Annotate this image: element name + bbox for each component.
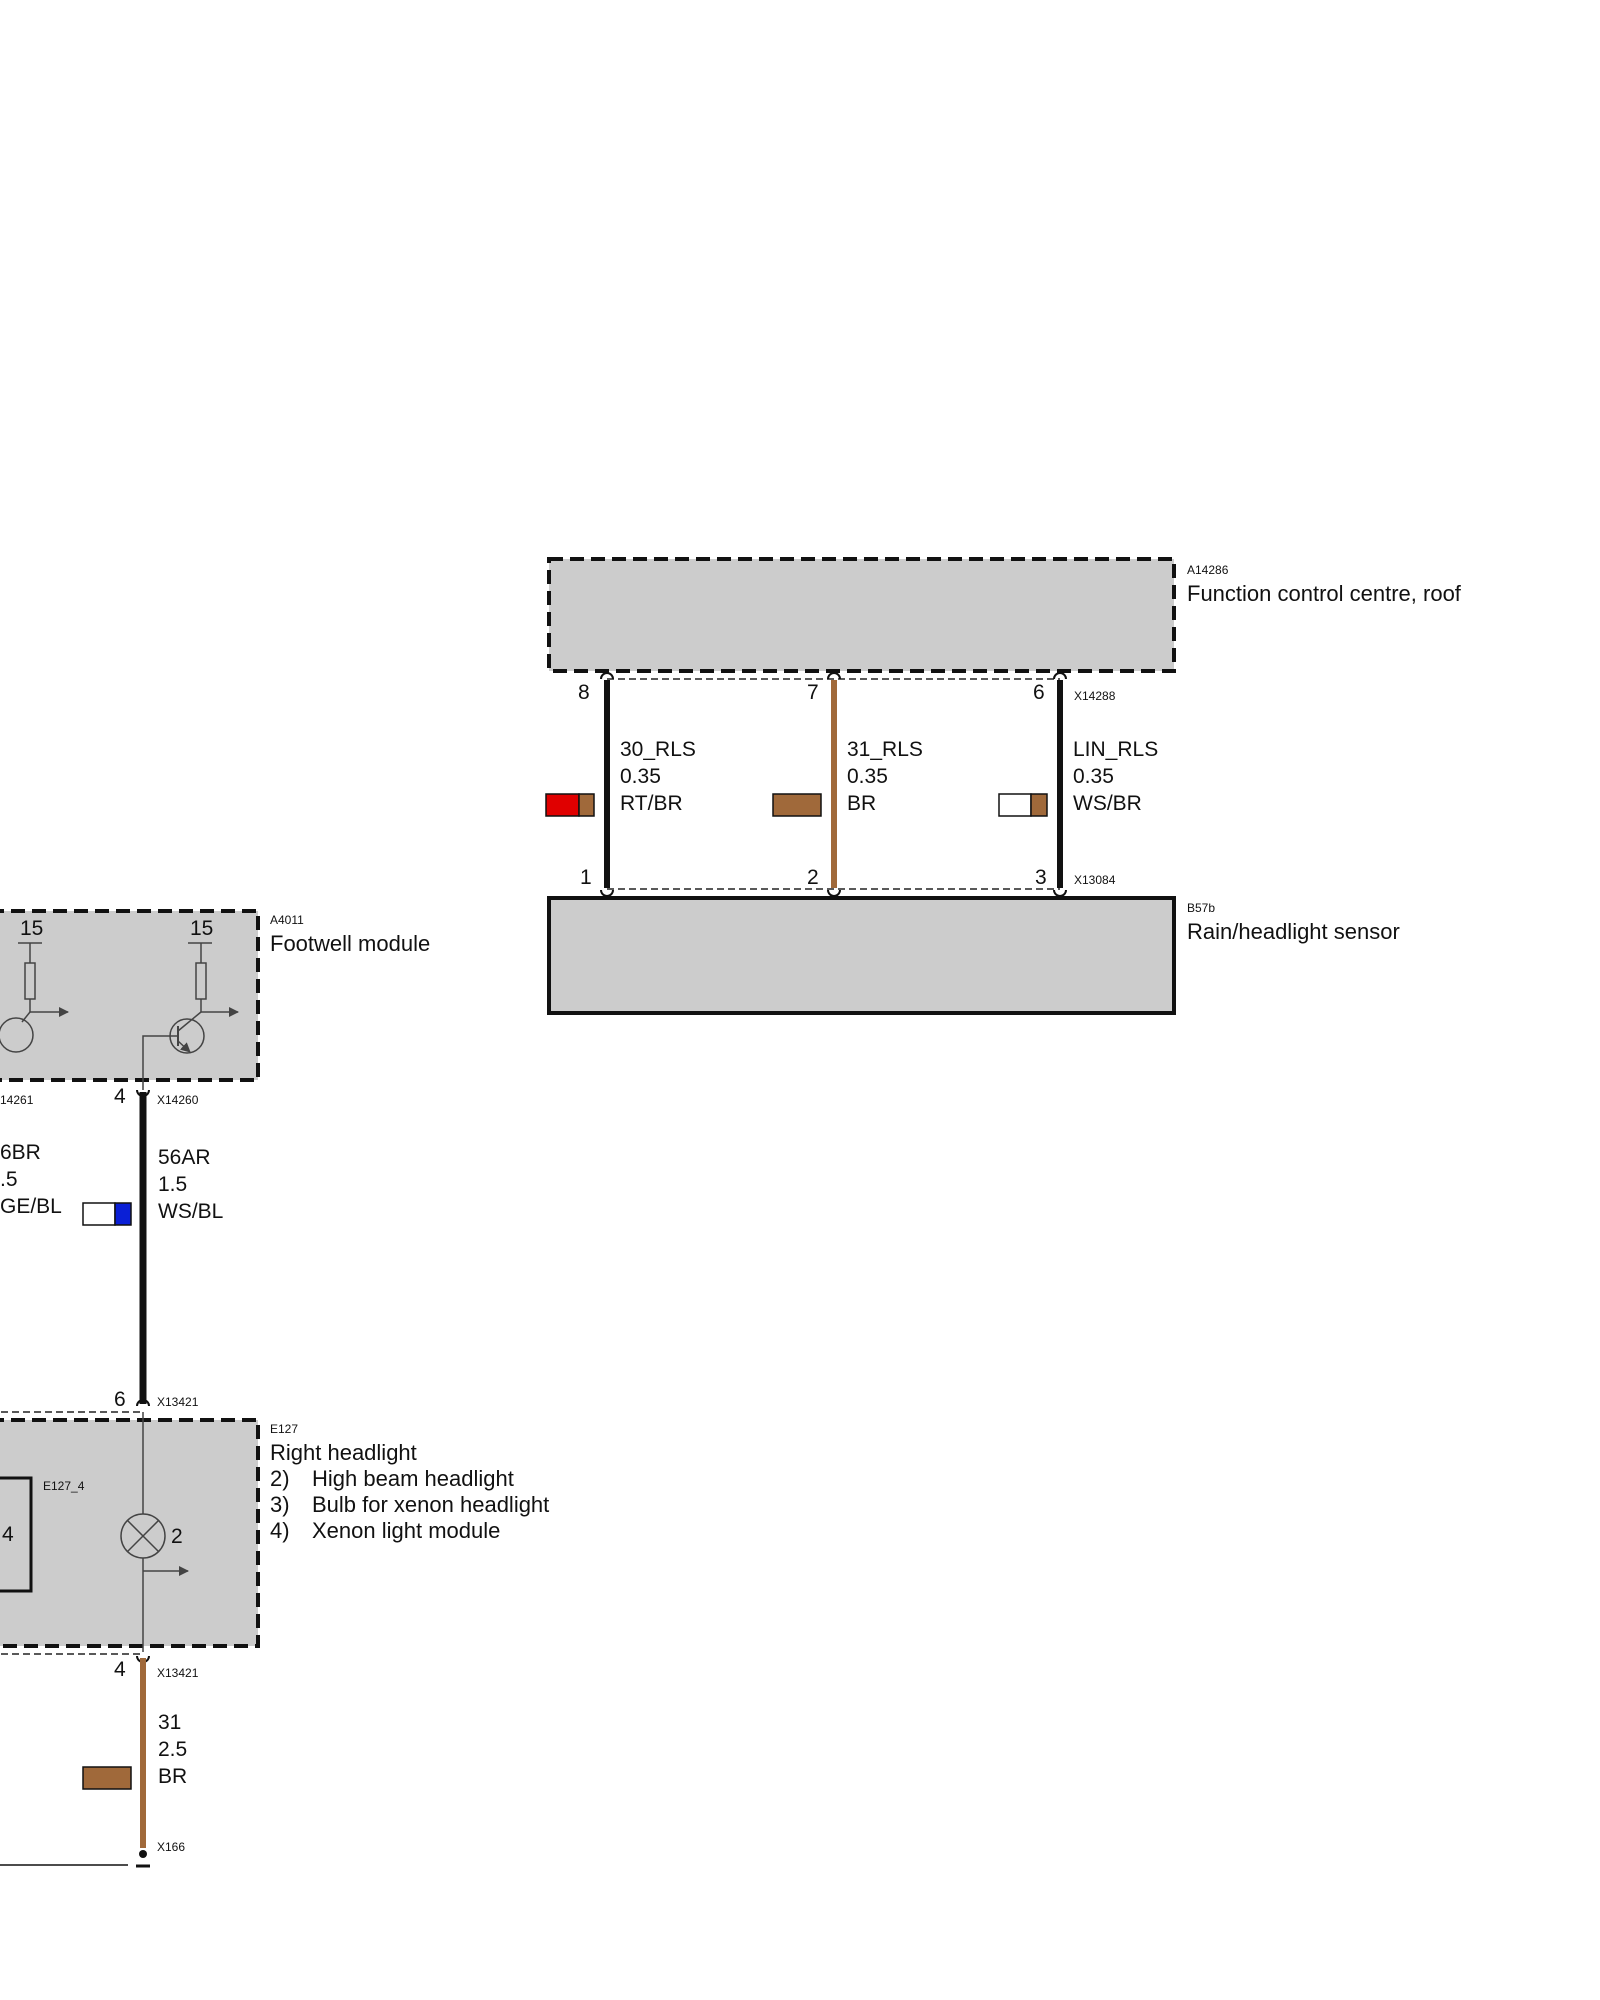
transistor-base-lead xyxy=(142,1035,178,1090)
wire-size: 2.5 xyxy=(158,1738,187,1761)
legend-text: Bulb for xenon headlight xyxy=(312,1492,549,1517)
wire-size: 0.35 xyxy=(847,765,888,788)
rls-box xyxy=(547,896,1176,1015)
wire-color-code: WS/BL xyxy=(158,1200,223,1223)
rls-connector: X13084 xyxy=(1074,873,1116,887)
legend-text: Xenon light module xyxy=(312,1518,500,1543)
fcc-box xyxy=(547,557,1176,673)
terminal-top xyxy=(600,672,614,680)
supply-label-left: 15 xyxy=(20,917,43,940)
ground-dot-icon xyxy=(139,1850,147,1858)
legend-text: High beam headlight xyxy=(312,1466,514,1491)
rls-wire-31: 31_RLS 0.35 BR xyxy=(772,672,923,897)
fcc-pin-7: 7 xyxy=(807,681,819,704)
wire-color-code: BR xyxy=(158,1765,187,1788)
swatch-brown xyxy=(82,1766,132,1790)
rls-name: Rain/headlight sensor xyxy=(1187,919,1400,944)
headlight-pin-bottom: 4 xyxy=(114,1658,126,1681)
wire-signal: 31_RLS xyxy=(847,738,923,761)
footwell-code: A4011 xyxy=(270,913,304,927)
wire-signal: LIN_RLS xyxy=(1073,738,1158,761)
wire-size: 0.35 xyxy=(1073,765,1114,788)
footwell-connector: X14260 xyxy=(157,1093,199,1107)
xenon-module-num: 4 xyxy=(2,1523,14,1546)
swatch-white xyxy=(998,793,1032,817)
footwell-box xyxy=(0,909,260,1082)
fcc-pin-6: 6 xyxy=(1033,681,1045,704)
terminal-top xyxy=(1053,672,1067,680)
wire-signal: 31 xyxy=(158,1711,181,1734)
fcc-name: Function control centre, roof xyxy=(1187,581,1462,606)
swatch-red xyxy=(545,793,580,817)
swatch-brown xyxy=(1030,793,1048,817)
headlight-code: E127 xyxy=(270,1422,298,1436)
output-stage-right: 15 xyxy=(142,917,239,1090)
swatch-brown xyxy=(772,793,822,817)
rls-wire-lin: LIN_RLS 0.35 WS/BR xyxy=(998,672,1158,897)
left-wire-labels: 6BR .5 GE/BL xyxy=(0,1141,62,1218)
transistor-emitter xyxy=(177,1040,191,1053)
swatch-white xyxy=(82,1202,116,1226)
headlight-box xyxy=(0,1418,260,1648)
headlight-legend: 2) High beam headlight 3) Bulb for xenon… xyxy=(270,1466,549,1543)
rls-code: B57b xyxy=(1187,901,1215,915)
output-stage-left: 15 xyxy=(0,917,69,1053)
function-control-centre-component: A14286 Function control centre, roof X14… xyxy=(547,557,1462,704)
legend-num: 4) xyxy=(270,1518,290,1543)
xenon-module-box xyxy=(0,1476,33,1593)
headlight-connector-bottom: X13421 xyxy=(157,1666,199,1680)
bulb-cross-2 xyxy=(126,1519,160,1553)
fcc-pin-8: 8 xyxy=(578,681,590,704)
footwell-pin: 4 xyxy=(114,1085,126,1108)
wire-size: 1.5 xyxy=(158,1173,187,1196)
legend-num: 3) xyxy=(270,1492,290,1517)
wire-size: 0.35 xyxy=(620,765,661,788)
bulb-num: 2 xyxy=(171,1525,183,1548)
wire-signal: 30_RLS xyxy=(620,738,696,761)
headlight-name: Right headlight xyxy=(270,1440,417,1465)
rls-wire-30: 30_RLS 0.35 RT/BR xyxy=(545,672,696,897)
wire-color-code: GE/BL xyxy=(0,1195,62,1218)
terminal-bottom xyxy=(600,889,614,897)
terminal-top xyxy=(827,672,841,680)
wire-signal: 6BR xyxy=(0,1141,41,1164)
terminal-bottom xyxy=(1053,889,1067,897)
transistor-collector xyxy=(21,1011,31,1023)
swatch-blue xyxy=(114,1202,132,1226)
wire-signal: 56AR xyxy=(158,1146,211,1169)
footwell-module-component: A4011 Footwell module 15 15 xyxy=(0,909,430,1108)
transistor-icon xyxy=(0,1017,34,1053)
headlight-feed-wire: 56AR 1.5 WS/BL xyxy=(82,1089,223,1407)
supply-label-right: 15 xyxy=(190,917,213,940)
right-headlight-component: 6 X13421 E127 Right headlight 2) High be… xyxy=(0,1388,549,1681)
transistor-collector xyxy=(177,1011,202,1032)
terminal-bottom xyxy=(136,1399,150,1407)
footwell-name: Footwell module xyxy=(270,931,430,956)
headlight-pin-top: 6 xyxy=(114,1388,126,1411)
ground-wire: 31 2.5 BR xyxy=(82,1655,187,1848)
fcc-connector: X14288 xyxy=(1074,689,1116,703)
swatch-brown xyxy=(578,793,595,817)
wire-size: .5 xyxy=(0,1168,18,1191)
headlight-connector-top: X13421 xyxy=(157,1395,199,1409)
rain-headlight-sensor-component: B57b Rain/headlight sensor X13084 1 2 3 xyxy=(547,866,1400,1015)
fcc-code: A14286 xyxy=(1187,563,1229,577)
footwell-connector-left: 14261 xyxy=(0,1093,34,1107)
wire-color-code: WS/BR xyxy=(1073,792,1142,815)
wire-color-code: RT/BR xyxy=(620,792,683,815)
rls-pin-2: 2 xyxy=(807,866,819,889)
rls-pin-1: 1 xyxy=(580,866,592,889)
xenon-module-code: E127_4 xyxy=(43,1479,85,1493)
terminal-bottom xyxy=(827,889,841,897)
ground-point: X166 xyxy=(0,1840,185,1868)
ground-code: X166 xyxy=(157,1840,185,1854)
rls-pin-3: 3 xyxy=(1035,866,1047,889)
wire-color-code: BR xyxy=(847,792,876,815)
legend-num: 2) xyxy=(270,1466,290,1491)
terminal-top xyxy=(136,1089,150,1097)
